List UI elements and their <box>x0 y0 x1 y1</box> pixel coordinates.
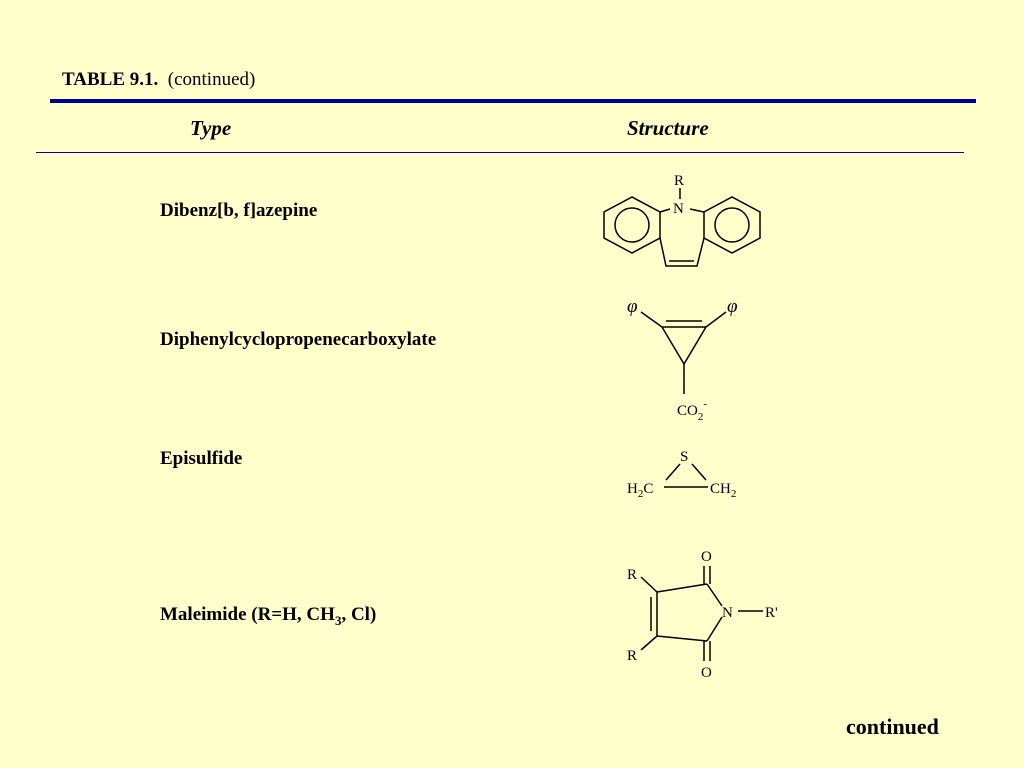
atom-label-r: R <box>674 173 684 189</box>
table-caption-note: (continued) <box>167 69 256 90</box>
atom-label-n: N <box>673 201 684 217</box>
row-label-maleimide: Maleimide (R=H, CH3, Cl) <box>160 604 377 628</box>
atom-label-s: S <box>680 449 688 465</box>
phi-left-label: φ <box>627 296 638 317</box>
atom-label-r-bottom: R <box>627 648 637 664</box>
atom-label-r-prime: R' <box>765 605 778 621</box>
column-header-structure: Structure <box>627 116 709 140</box>
table-number: TABLE 9.1. <box>62 69 159 90</box>
atom-label-ch2: CH2 <box>710 481 736 500</box>
header-rule-thick <box>50 99 976 103</box>
row-label-diphenylcyclopropenecarboxylate: Diphenylcyclopropenecarboxylate <box>160 329 437 350</box>
table-caption: TABLE 9.1. (continued) <box>62 69 255 91</box>
atom-label-o-top: O <box>701 549 712 565</box>
atom-label-n: N <box>722 605 733 621</box>
continued-note: continued <box>846 714 939 739</box>
header-rule-thin <box>36 152 964 153</box>
row-label-episulfide: Episulfide <box>160 448 243 469</box>
phi-right-label: φ <box>727 296 738 317</box>
row-label-dibenzazepine: Dibenz[b, f]azepine <box>160 200 318 221</box>
atom-label-o-bottom: O <box>701 665 712 681</box>
column-header-type: Type <box>190 116 232 140</box>
atom-label-r-top: R <box>627 567 637 583</box>
atom-label-h2c: H2C <box>627 481 653 500</box>
carboxylate-label: CO2- <box>677 398 707 423</box>
